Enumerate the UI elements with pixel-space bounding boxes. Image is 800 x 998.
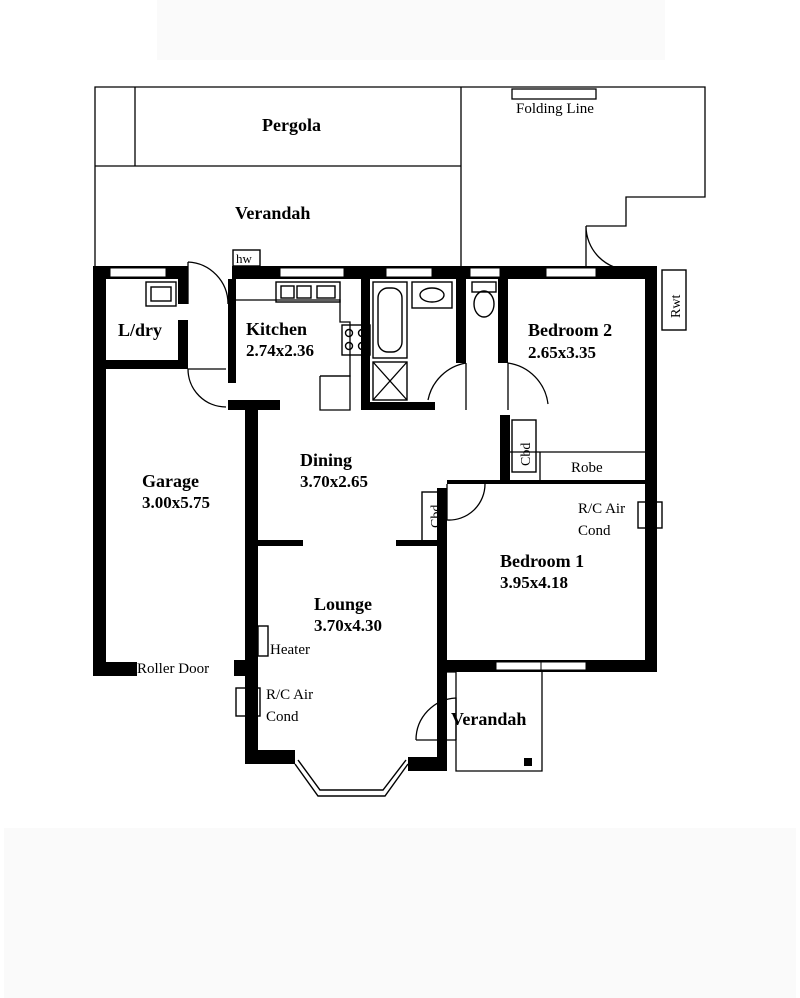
kitchen-bench [236, 299, 351, 377]
garage-dims: 3.00x5.75 [142, 493, 210, 512]
bottom-margin-band [4, 828, 796, 998]
hot-water-box [232, 249, 261, 267]
rainwater-tank-box [661, 269, 687, 331]
kitchen-dims: 2.74x2.36 [246, 341, 314, 360]
folding-line-mark [511, 88, 597, 100]
heater-label: Heater [270, 642, 310, 658]
post-marker [524, 758, 532, 766]
walls [93, 266, 657, 771]
aircon-bed1-unit [637, 501, 663, 529]
bay-window [294, 763, 409, 797]
garage-label: Garage [142, 471, 199, 491]
aircon-bed1-label-line2: Cond [578, 523, 611, 539]
vanity-basin-icon [411, 281, 453, 309]
folding-line-label: Folding Line [516, 101, 594, 117]
door-swings [187, 261, 549, 741]
aircon-lounge-label-line2: Cond [266, 709, 299, 725]
pergola-label: Pergola [262, 115, 321, 135]
lounge-dims: 3.70x4.30 [314, 616, 382, 635]
pergola-gate-swing [585, 225, 631, 271]
lounge-label: Lounge [314, 594, 372, 614]
cupboard-bed1-box [421, 491, 447, 543]
robe-label: Robe [571, 460, 603, 476]
cupboard-bed2-box [511, 419, 537, 473]
bedroom2-dims: 2.65x3.35 [528, 343, 596, 362]
cupboard-bed1-label: Cbd [429, 505, 444, 528]
verandah-rear-label: Verandah [235, 203, 310, 223]
kitchen-label: Kitchen [246, 319, 307, 339]
kitchen-sink-icon [275, 281, 341, 303]
windows [96, 267, 597, 671]
cooktop-icon [341, 324, 371, 356]
heater-unit [257, 625, 269, 657]
hot-water-label: hw [236, 251, 253, 266]
bedroom2-label: Bedroom 2 [528, 320, 612, 340]
verandah-front-label: Verandah [451, 709, 526, 729]
cupboard-bed2-label: Cbd [519, 443, 534, 466]
aircon-bed1-label-line1: R/C Air [578, 501, 625, 517]
bedroom1-label: Bedroom 1 [500, 551, 584, 571]
roller-door-label: Roller Door [137, 661, 209, 677]
aircon-lounge-unit [235, 687, 261, 717]
top-margin-band [157, 0, 665, 60]
toilet-icon [471, 281, 497, 318]
bathtub-icon [372, 281, 408, 359]
rainwater-tank-label: Rwt [669, 295, 684, 318]
dining-label: Dining [300, 450, 352, 470]
dining-dims: 3.70x2.65 [300, 472, 368, 491]
shower-icon [372, 361, 408, 401]
laundry-tub-icon [145, 281, 177, 307]
outdoor-structures [94, 86, 706, 271]
bedroom1-dims: 3.95x4.18 [500, 573, 568, 592]
laundry-label: L/dry [118, 320, 162, 340]
aircon-lounge-label-line1: R/C Air [266, 687, 313, 703]
